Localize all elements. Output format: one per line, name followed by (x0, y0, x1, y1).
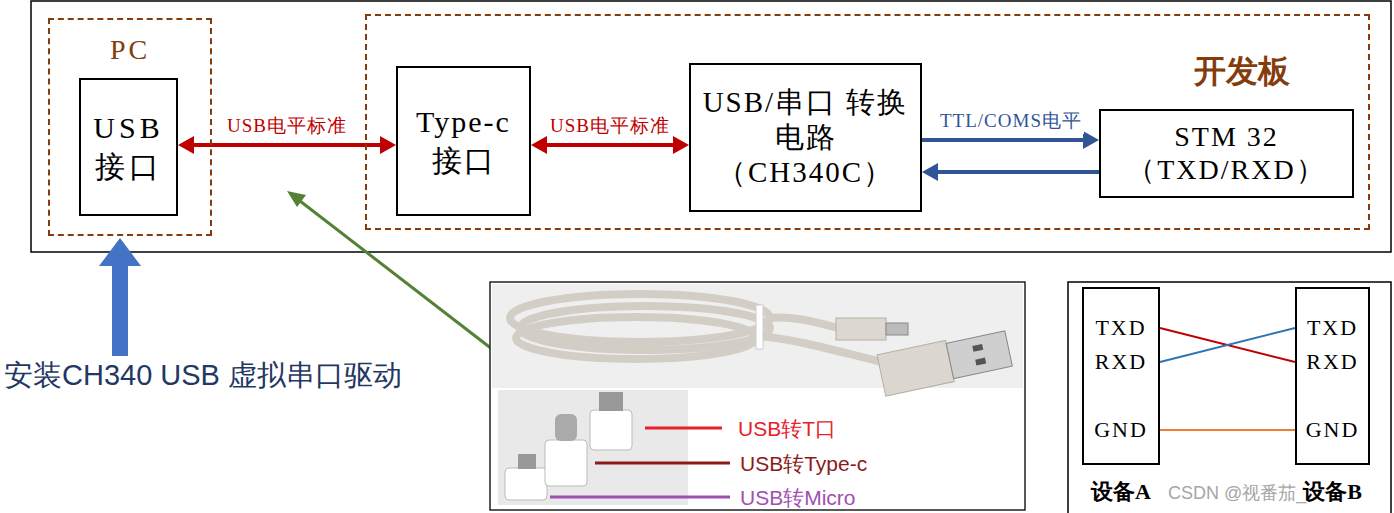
mini-plug-tip (886, 323, 908, 335)
box-text: STM 32 （TXD/RXD） (1107, 121, 1346, 185)
install-note: 安装CH340 USB 虚拟串口驱动 (4, 356, 402, 396)
cable-photo (490, 282, 1025, 510)
pc-group: PC USB 接口 (48, 18, 212, 236)
arrow-head (531, 136, 547, 154)
connector (1160, 328, 1295, 362)
leader-line (645, 427, 722, 430)
connector-line (1160, 328, 1295, 362)
plug-hole (972, 344, 983, 352)
typec-head (545, 440, 587, 486)
pin-name: TXD (1297, 315, 1368, 341)
connector-line (192, 143, 382, 147)
connector-line (545, 143, 675, 147)
usb-a-plug (877, 328, 1013, 396)
inset-ground (498, 390, 688, 505)
pin-name: TXD (1084, 315, 1158, 341)
watermark: CSDN @视番茄_ (1168, 481, 1306, 505)
connector (922, 163, 1099, 181)
device-box: TXDRXDGND设备B (1295, 287, 1370, 465)
pointer-line (300, 201, 492, 349)
connector-line (922, 138, 1085, 142)
connector-line (1160, 328, 1295, 362)
edge-label: USB电平标准 (225, 113, 349, 139)
box-text: Type-c 接口 (404, 102, 523, 180)
board-group: 开发板 Type-c 接口 USB/串口 转换电路 （CH340C） STM 32 （… (365, 14, 1370, 230)
port-box: USB 接口 (79, 78, 178, 216)
photo-frame (490, 282, 1025, 510)
device-heading: 设备A (1064, 477, 1178, 507)
leader-line (550, 496, 730, 499)
plug-metal (946, 331, 1012, 379)
arrow-head (922, 163, 938, 181)
group-heading: 开发板 (1194, 50, 1290, 94)
cable-tie (756, 305, 763, 349)
pin-name: GND (1297, 417, 1368, 443)
edge-label: USB电平标准 (548, 113, 672, 139)
micro-head (505, 468, 547, 500)
connector-line (1160, 429, 1295, 431)
wiring-frame (1068, 282, 1391, 513)
cable-label: USB转Micro (740, 484, 856, 512)
cable-coil (510, 294, 882, 362)
typec-tip (555, 414, 577, 441)
group-heading: PC (50, 34, 210, 66)
arrow-head (380, 136, 396, 154)
coil-loop (516, 317, 756, 359)
mini-tip (599, 392, 623, 411)
plug-hole (975, 358, 986, 366)
box-text: USB/串口 转换电路 （CH340C） (697, 85, 914, 189)
port-box: Type-c 接口 (396, 66, 531, 216)
connector (1160, 328, 1295, 362)
install-arrow (99, 238, 141, 356)
mini-plug (836, 318, 886, 340)
cable-label: USB转Type-c (740, 450, 867, 478)
connector-line (936, 170, 1099, 174)
cable-tail (768, 318, 838, 328)
arrow-head (178, 136, 194, 154)
leader-line (595, 462, 730, 465)
outer-frame (31, 1, 1391, 252)
cable-label: USB转T口 (738, 415, 836, 443)
pin-name: GND (1084, 417, 1158, 443)
mini-head (590, 410, 632, 450)
arrow-head (673, 136, 689, 154)
box-text: USB 接口 (87, 108, 170, 186)
pointer-head (287, 191, 306, 207)
connector (1160, 430, 1295, 431)
converter-box: USB/串口 转换电路 （CH340C） (689, 63, 922, 212)
pin-name: RXD (1297, 349, 1368, 375)
mcu-box: STM 32 （TXD/RXD） (1099, 109, 1354, 198)
edge-label: TTL/COMS电平 (938, 108, 1084, 134)
plug-body (877, 340, 954, 396)
micro-tip (518, 454, 536, 469)
arrow-head (1083, 131, 1099, 149)
device-box: TXDRXDGND设备A (1082, 287, 1160, 465)
pin-name: RXD (1084, 349, 1158, 375)
